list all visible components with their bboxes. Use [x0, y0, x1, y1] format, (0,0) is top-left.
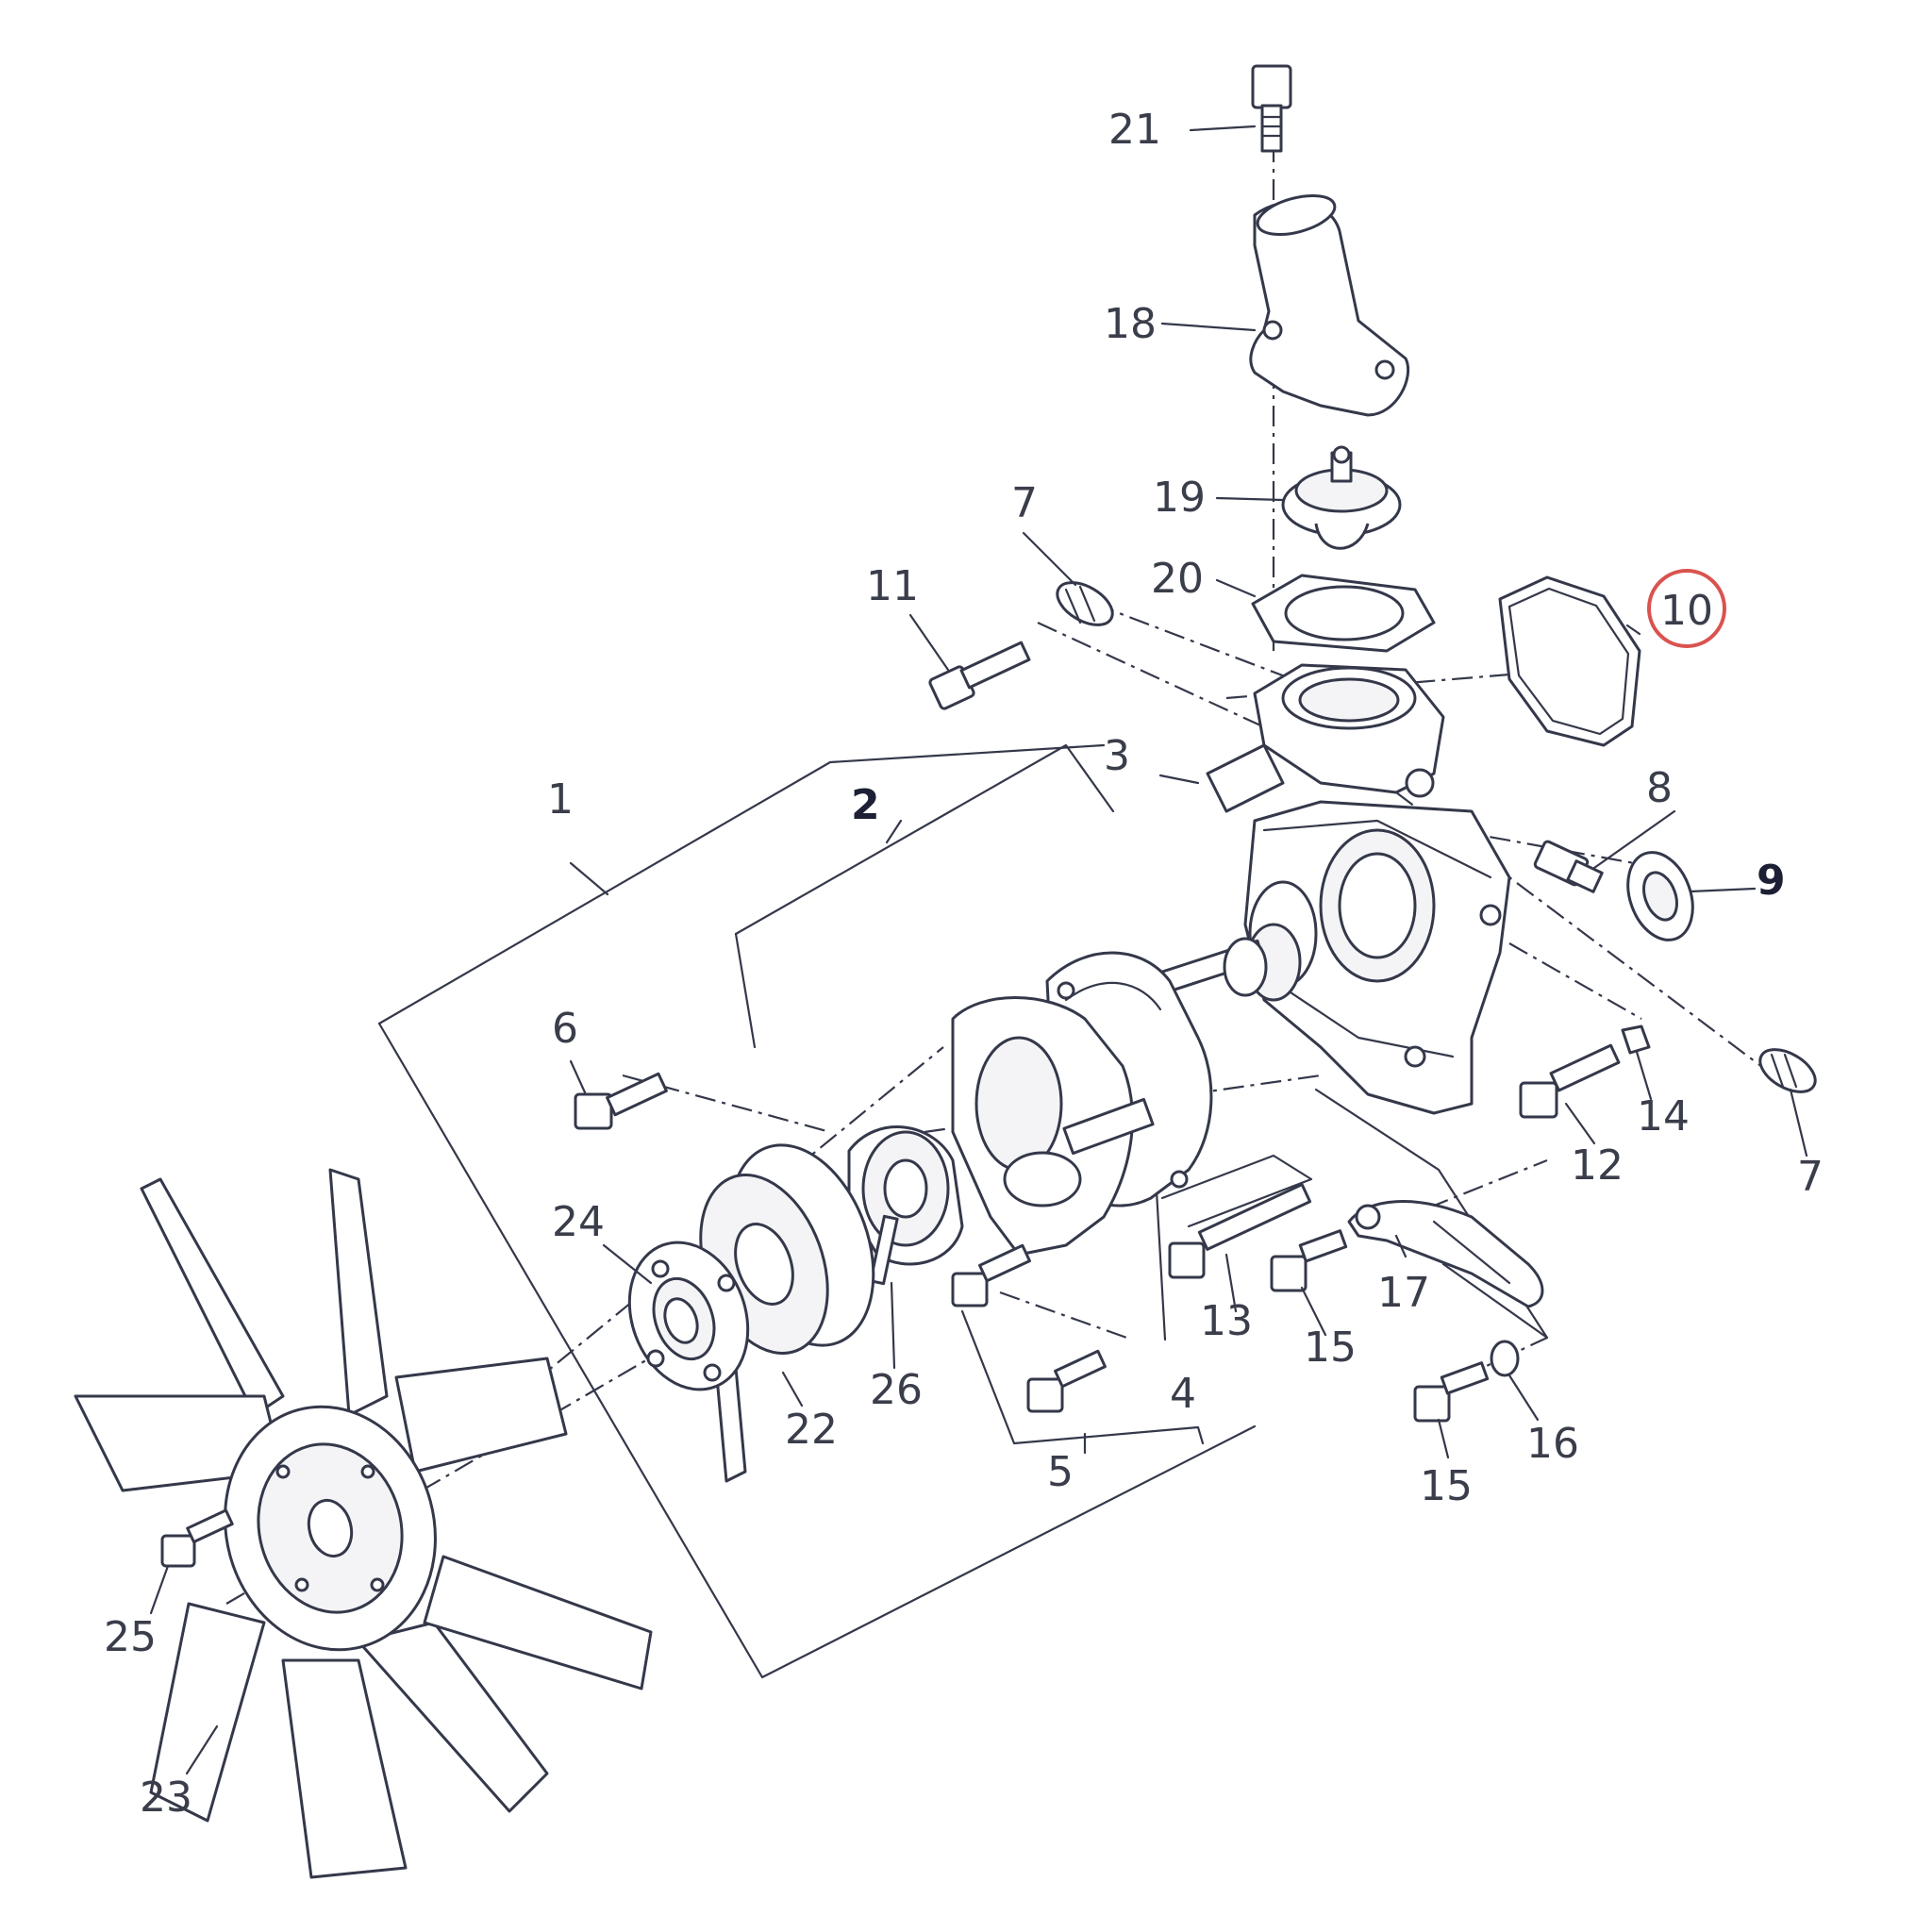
callout-9: 9	[1757, 857, 1786, 905]
leader-lines	[149, 125, 1808, 1775]
callout-26: 26	[870, 1366, 923, 1414]
bolt-6	[574, 1072, 668, 1130]
callout-25: 25	[104, 1613, 157, 1661]
bolt-21	[1251, 64, 1292, 153]
callout-3: 3	[1104, 732, 1130, 780]
callout-14: 14	[1637, 1092, 1690, 1141]
bolt-5-upper	[951, 1243, 1031, 1307]
outlet-elbow-18	[1249, 193, 1410, 417]
fan-23	[74, 1168, 653, 1879]
gasket-20	[1251, 574, 1436, 653]
callout-6: 6	[552, 1005, 578, 1053]
bolt-25	[160, 1508, 234, 1568]
impeller-shaft	[1121, 880, 1318, 1007]
callout-15b: 15	[1420, 1462, 1473, 1510]
hub-24	[627, 1241, 750, 1391]
belt-26	[847, 1125, 964, 1286]
group-bracket-2	[734, 743, 1115, 1049]
gasket-10	[1498, 575, 1641, 747]
callout-22: 22	[785, 1406, 838, 1454]
sensor-8	[1533, 840, 1604, 893]
pulley-22	[699, 1143, 875, 1483]
callout-10: 10	[1660, 587, 1713, 635]
callout-17: 17	[1377, 1269, 1430, 1317]
washer-14	[1621, 1024, 1651, 1055]
callout-20: 20	[1151, 555, 1204, 603]
thermostat-19	[1281, 445, 1402, 550]
callout-21: 21	[1108, 106, 1161, 154]
callout-2: 2	[851, 781, 880, 829]
seal-9	[1626, 851, 1694, 941]
group-bracket-13	[1160, 1154, 1313, 1228]
callout-7a: 7	[1011, 479, 1038, 527]
bolt-11	[928, 641, 1031, 710]
callout-11: 11	[866, 562, 919, 610]
group-bracket-1	[377, 743, 1257, 1679]
callout-24: 24	[552, 1198, 605, 1246]
callout-18: 18	[1104, 300, 1157, 348]
callout-1: 1	[547, 775, 574, 824]
pump-pulley-housing	[951, 996, 1155, 1257]
callout-8: 8	[1646, 764, 1673, 812]
callout-12: 12	[1571, 1141, 1624, 1190]
bolt-5-lower	[1026, 1349, 1107, 1413]
callout-19: 19	[1153, 474, 1206, 522]
bolt-13	[1168, 1183, 1312, 1279]
bolt-12	[1519, 1043, 1621, 1119]
callout-5: 5	[1047, 1448, 1074, 1496]
bolt-15-upper	[1270, 1229, 1348, 1292]
washer-16	[1490, 1340, 1520, 1377]
thermostat-housing-3	[1206, 663, 1445, 813]
water-pump-body	[1243, 800, 1511, 1115]
bolt-7-upper	[1056, 581, 1114, 626]
callout-15a: 15	[1304, 1324, 1357, 1372]
callout-4: 4	[1170, 1370, 1196, 1418]
callout-13: 13	[1200, 1297, 1253, 1345]
group-bracket-5	[960, 1309, 1205, 1455]
callout-23: 23	[140, 1774, 192, 1822]
callout-7b: 7	[1797, 1153, 1824, 1201]
bolt-7-lower	[1758, 1048, 1817, 1093]
highlight-circle	[1647, 569, 1726, 648]
callout-16: 16	[1526, 1420, 1579, 1468]
bolt-15-lower	[1413, 1361, 1490, 1423]
bracket-17	[1347, 1200, 1544, 1308]
